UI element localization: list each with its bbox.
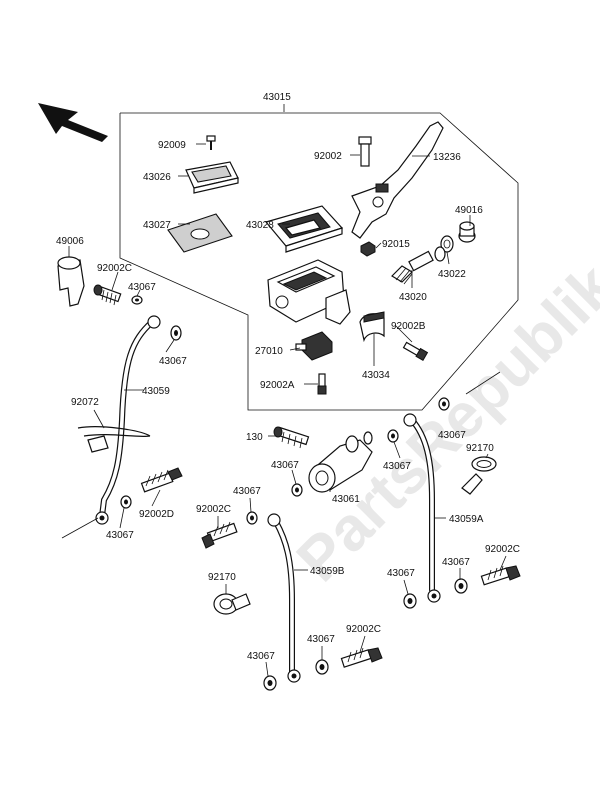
callout-92002C-left: 92002C [97,263,132,274]
banjo-bolt-92002C-right [480,565,521,586]
nut-92015 [360,241,376,257]
bolt-130 [273,426,310,449]
washer-43067-c [291,483,303,497]
clamp-92170-right [461,456,497,495]
callout-43067-b: 43067 [159,356,187,367]
washer-43067-e [438,397,450,411]
brake-lever-13236 [351,121,444,239]
washer-43067-d [387,429,399,443]
callout-43059A: 43059A [449,514,484,525]
banjo-bolt-92002C-bottom [340,647,383,668]
callout-49016: 49016 [455,205,483,216]
assembly-bracket-43015 [119,104,519,411]
front-direction-arrow-icon [38,103,108,142]
washer-43067-a [131,295,143,305]
callout-labels: 43015 92009 92002 13236 43026 43027 4302… [56,92,520,662]
adjuster-49016 [458,221,476,243]
callout-43015: 43015 [263,92,291,103]
callout-43067-i: 43067 [442,557,470,568]
bolt-92002B [402,341,429,362]
brake-hose-43059B [267,513,301,683]
callout-92009: 92009 [158,140,186,151]
holder-43034 [359,311,385,343]
callout-43067-d: 43067 [383,461,411,472]
bolt-92002A [317,373,327,395]
callout-43020: 43020 [399,292,427,303]
leader-lines [68,143,507,677]
callout-43027: 43027 [143,220,171,231]
washer-43067-i [454,578,468,594]
callout-13236: 13236 [433,152,461,163]
washer-43067-g [246,511,258,525]
callout-92002C-bottom: 92002C [346,624,381,635]
callout-92170-left: 92170 [208,572,236,583]
brake-switch-27010 [295,331,333,361]
washer-43067-j [315,659,329,675]
clamp-92072 [77,426,151,453]
callout-43034: 43034 [362,370,390,381]
callout-43061: 43061 [332,494,360,505]
washer-43067-f [120,495,132,509]
callout-43067-a: 43067 [128,282,156,293]
callout-43059B: 43059B [310,566,345,577]
banjo-bolt-92002D [140,467,183,493]
washer-43067-h [403,593,417,609]
plate-43027 [167,213,233,253]
clamp-92170-left [213,593,251,615]
callout-92002: 92002 [314,151,342,162]
callout-92002B: 92002B [391,321,426,332]
callout-92170-right: 92170 [466,443,494,454]
callout-43067-e: 43067 [438,430,466,441]
master-cylinder-body [267,259,351,325]
reservoir-cap-43026 [185,161,239,194]
callout-43059: 43059 [142,386,170,397]
callout-92072: 92072 [71,397,99,408]
boot-49006 [57,256,85,307]
callout-43067-h: 43067 [387,568,415,579]
callout-43067-g: 43067 [233,486,261,497]
callout-92002A: 92002A [260,380,295,391]
bolt-92002 [358,136,372,167]
callout-92002C-mid: 92002C [196,504,231,515]
brake-hose-43059A [403,413,441,603]
callout-92015: 92015 [382,239,410,250]
screw-92009 [206,135,216,150]
callout-130: 130 [246,432,263,443]
banjo-bolt-92002C-mid [201,521,238,549]
washer-43067-b [170,325,182,341]
diaphragm-43028 [264,205,344,253]
callout-92002D: 92002D [139,509,174,520]
brake-hose-43059 [95,315,161,525]
callout-43067-j: 43067 [307,634,335,645]
callout-43067-c: 43067 [271,460,299,471]
callout-92002C-right: 92002C [485,544,520,555]
washer-43067-k [263,675,277,691]
callout-27010: 27010 [255,346,283,357]
callout-43026: 43026 [143,172,171,183]
callout-43028: 43028 [246,220,274,231]
callout-49006: 49006 [56,236,84,247]
callout-43067-f: 43067 [106,530,134,541]
callout-43022: 43022 [438,269,466,280]
banjo-bolt-92002C-left [93,284,122,306]
callout-43067-k: 43067 [247,651,275,662]
